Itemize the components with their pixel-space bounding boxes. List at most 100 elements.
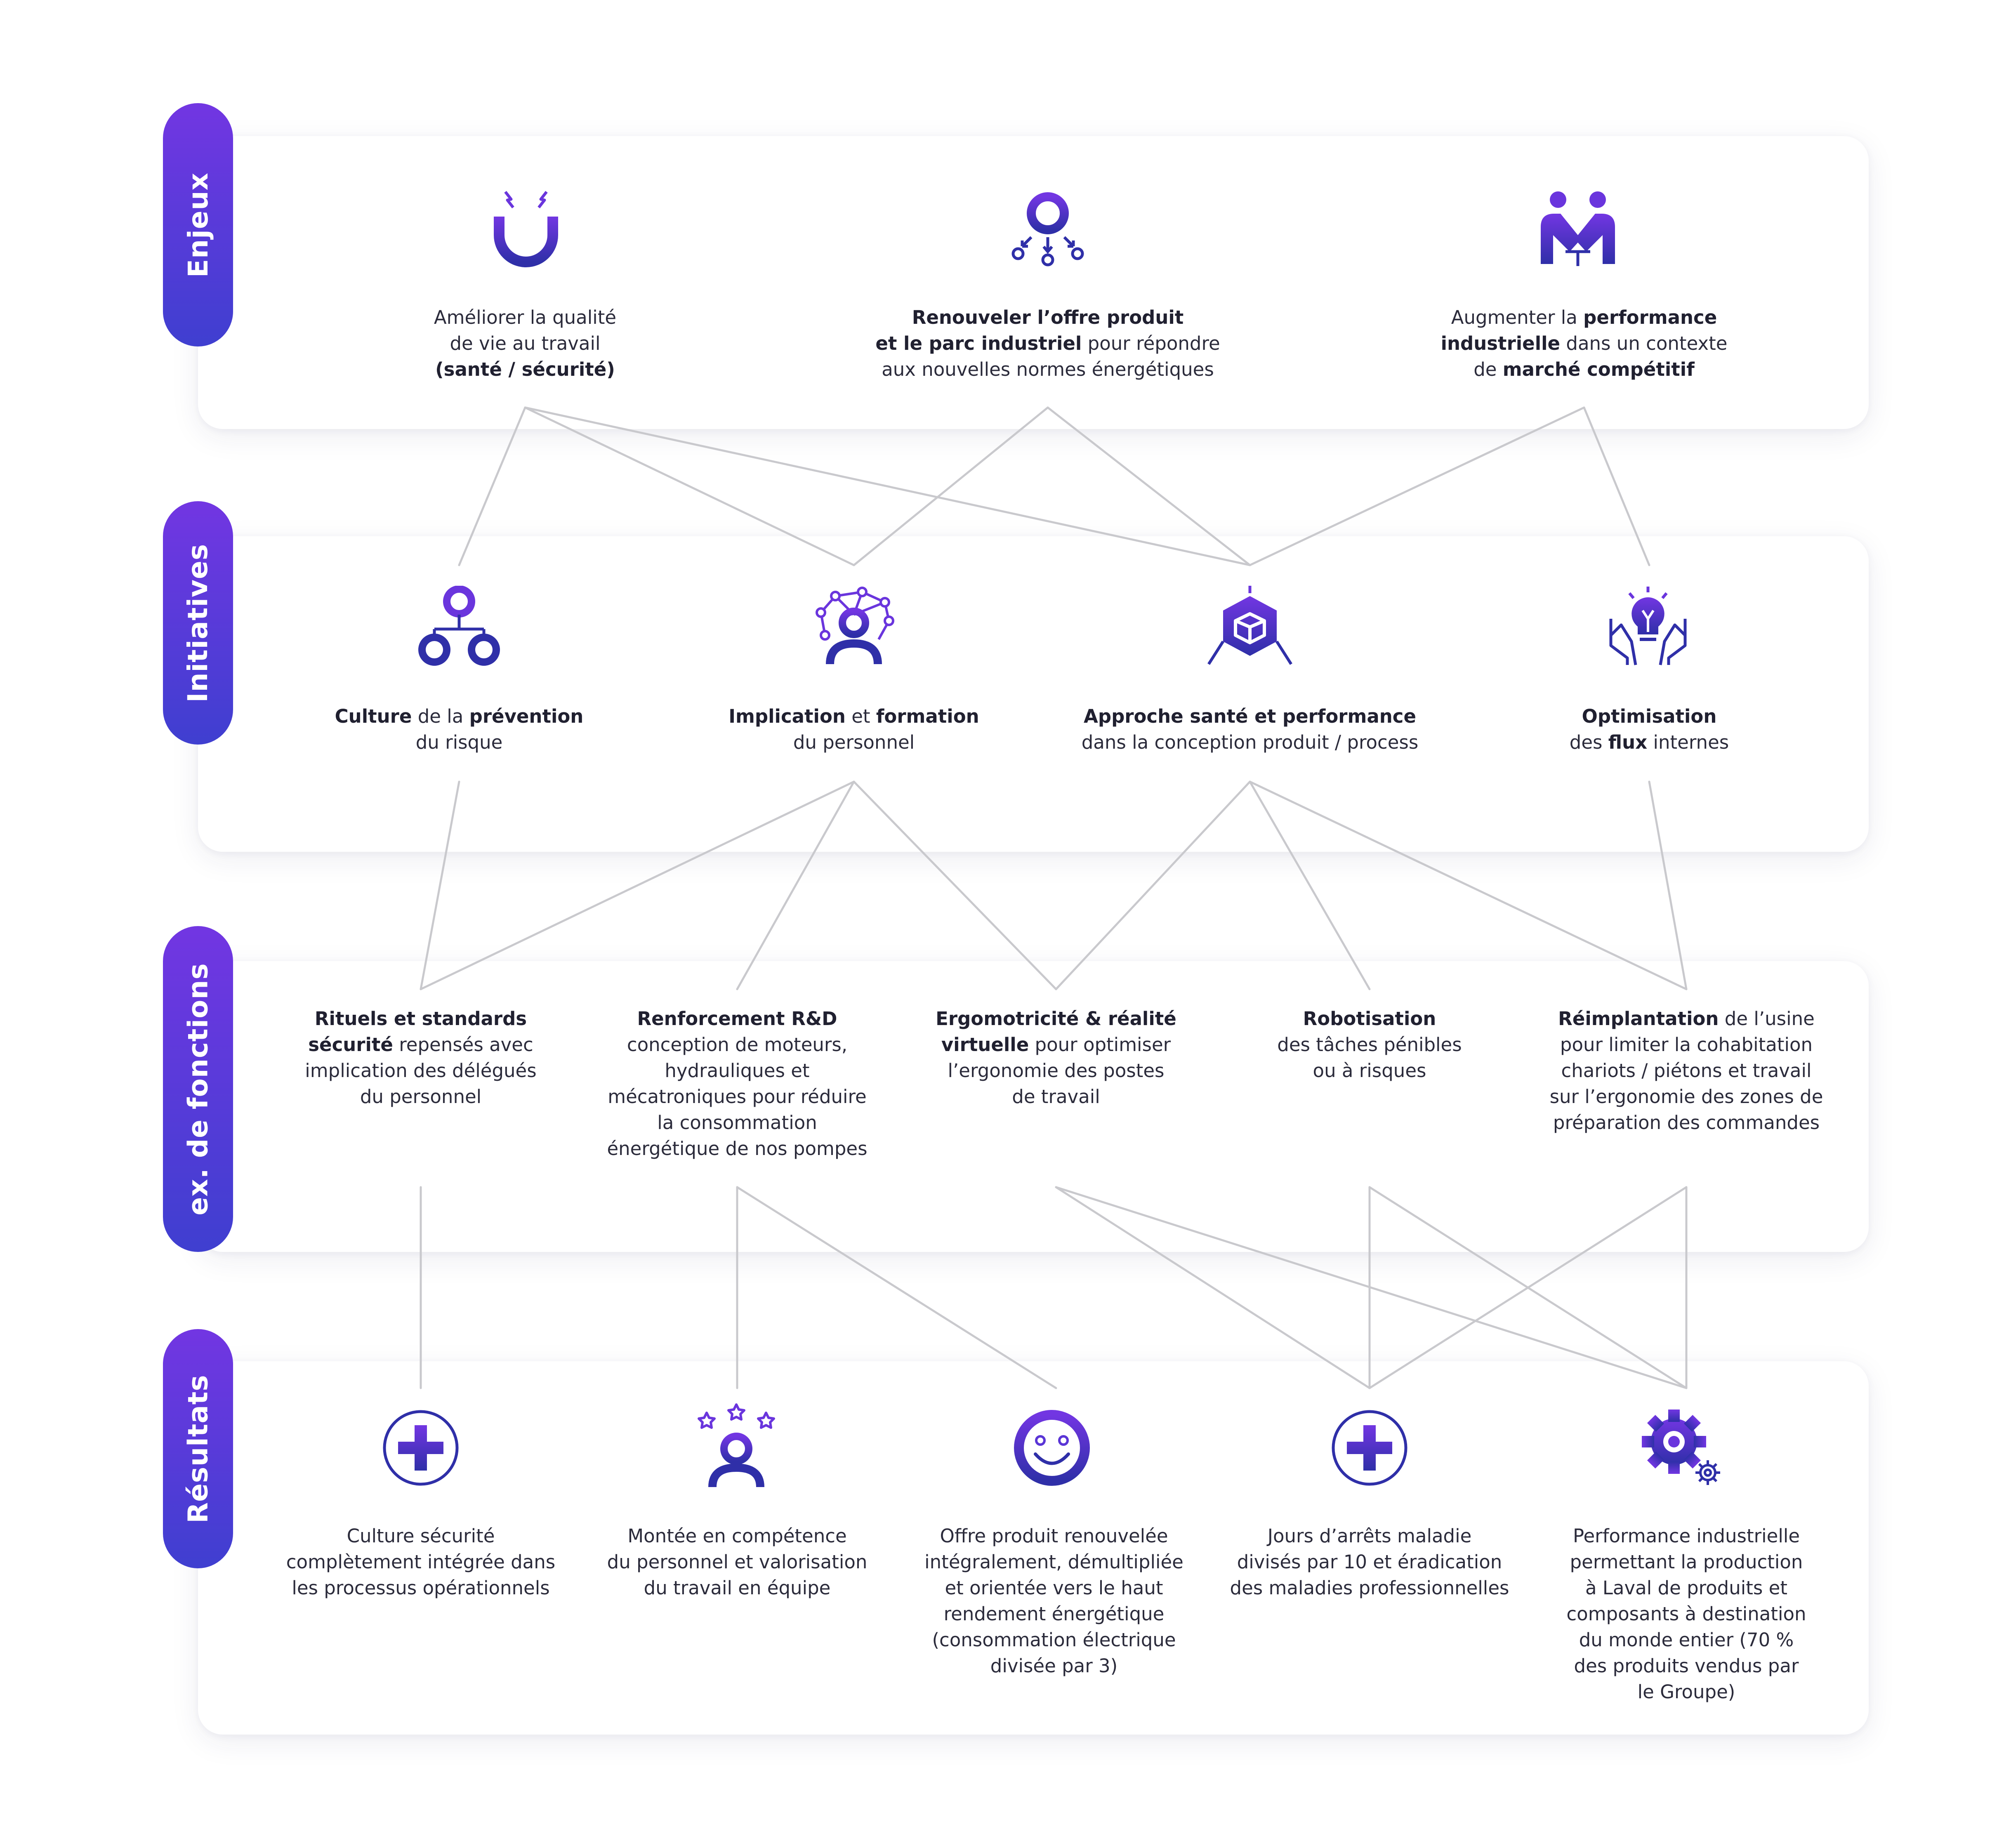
row-label-fonctions: ex. de fonctions	[163, 926, 233, 1252]
label-line: préparation des commandes	[1542, 1110, 1831, 1136]
connector-line	[1583, 406, 1650, 566]
text: des produits vendus par	[1574, 1655, 1799, 1677]
text: du personnel et valorisation	[607, 1551, 868, 1573]
panel-initiatives	[198, 536, 1869, 852]
label-line: Optimisation	[1525, 703, 1773, 729]
label-line: Réimplantation de l’usine	[1542, 1006, 1831, 1032]
bold-text: Implication	[728, 705, 846, 727]
label-line: l’ergonomie des postes	[916, 1058, 1196, 1084]
text: chariots / piétons et travail	[1561, 1060, 1812, 1082]
bold-text: Rituels et standards	[314, 1008, 527, 1030]
bold-text: prévention	[469, 705, 584, 727]
text: complètement intégrée dans	[286, 1551, 556, 1573]
resultat-label-culture-securite: Culture sécurité complètement intégrée da…	[281, 1523, 561, 1601]
label-line: Renouveler l’offre produit	[862, 304, 1233, 330]
text: Jours d’arrêts maladie	[1267, 1525, 1472, 1547]
text: divisée par 3)	[990, 1655, 1118, 1677]
label-line: du personnel	[289, 1084, 553, 1110]
label-line: intégralement, démultipliée	[914, 1549, 1194, 1575]
text: aux nouvelles normes énergétiques	[882, 358, 1214, 380]
label-line: Culture de la prévention	[315, 703, 604, 729]
person-stars-icon	[698, 1403, 775, 1487]
text: énergétique de nos pompes	[607, 1138, 868, 1160]
label-line: Renforcement R&D	[601, 1006, 873, 1032]
label-line: Augmenter la performance	[1419, 304, 1749, 330]
text: rendement énergétique	[943, 1603, 1165, 1625]
connector-line	[524, 406, 855, 566]
bold-text: Réimplantation	[1558, 1008, 1719, 1030]
bold-text: Renforcement R&D	[637, 1008, 837, 1030]
bold-text: Culture	[335, 705, 412, 727]
text: Offre produit renouvelée	[940, 1525, 1168, 1547]
network-person-icon	[816, 587, 894, 665]
text: dans la conception produit / process	[1081, 731, 1419, 753]
text: Montée en compétence	[627, 1525, 847, 1547]
label-line: énergétique de nos pompes	[601, 1136, 873, 1162]
text: composants à destination	[1566, 1603, 1806, 1625]
label-line: du risque	[315, 729, 604, 755]
text: dans un contexte	[1560, 332, 1728, 354]
label-line: Approche santé et performance	[1064, 703, 1436, 729]
connector-line	[1047, 406, 1251, 566]
label-line: Améliorer la qualité	[401, 304, 649, 330]
text: à Laval de produits et	[1585, 1577, 1787, 1599]
text: internes	[1647, 731, 1729, 753]
resultat-label-competence: Montée en compétence du personnel et valo…	[597, 1523, 877, 1601]
label-line: de marché compétitif	[1419, 356, 1749, 382]
label-line: Offre produit renouvelée	[914, 1523, 1194, 1549]
text: pour limiter la cohabitation	[1560, 1034, 1813, 1056]
bold-text: (santé / sécurité)	[435, 358, 615, 380]
panel-fonctions	[198, 961, 1869, 1252]
label-line: des flux internes	[1525, 729, 1773, 755]
label-line: sur l’ergonomie des zones de	[1542, 1084, 1831, 1110]
label-line: et le parc industriel pour répondre	[862, 330, 1233, 356]
label-line: divisés par 10 et éradication	[1223, 1549, 1516, 1575]
gears-icon	[1642, 1410, 1720, 1485]
text: et orientée vers le haut	[945, 1577, 1163, 1599]
bold-text: Ergomotricité & réalité	[936, 1008, 1176, 1030]
bold-text: formation	[876, 705, 979, 727]
label-line: dans la conception produit / process	[1064, 729, 1436, 755]
text: (consommation électrique	[932, 1629, 1176, 1651]
row-label-initiatives: Initiatives	[163, 501, 233, 745]
text: l’ergonomie des postes	[948, 1060, 1165, 1082]
label-line: hydrauliques et	[601, 1058, 873, 1084]
label-line: Jours d’arrêts maladie	[1223, 1523, 1516, 1549]
connector-line	[1249, 406, 1585, 566]
magnet-icon	[494, 191, 558, 267]
label-line: divisée par 3)	[914, 1653, 1194, 1679]
label-line: Implication et formation	[710, 703, 998, 729]
label-line: Rituels et standards	[289, 1006, 553, 1032]
text: du personnel	[793, 731, 915, 753]
bold-text: marché compétitif	[1502, 358, 1695, 380]
resultat-label-offre-produit: Offre produit renouvelée intégralement, d…	[914, 1523, 1194, 1679]
text: intégralement, démultipliée	[924, 1551, 1183, 1573]
connector-line	[1249, 780, 1371, 990]
label-line: du personnel	[710, 729, 998, 755]
connector-line	[1249, 780, 1688, 990]
text: de vie au travail	[450, 332, 601, 354]
bold-text: Approche santé et performance	[1084, 705, 1416, 727]
connector-line	[853, 780, 1057, 990]
text: Culture sécurité	[347, 1525, 495, 1547]
connector-line	[1368, 1186, 1688, 1389]
bold-text: Robotisation	[1303, 1008, 1436, 1030]
bold-text: virtuelle	[941, 1034, 1029, 1056]
distribution-circles-icon	[1011, 192, 1084, 266]
label-line: sécurité repensés avec	[289, 1032, 553, 1058]
label-line: composants à destination	[1546, 1601, 1827, 1627]
label-line: (santé / sécurité)	[401, 356, 649, 382]
label-line: aux nouvelles normes énergétiques	[862, 356, 1233, 382]
label-line: du travail en équipe	[597, 1575, 877, 1601]
text: de	[1473, 358, 1503, 380]
text: implication des délégués	[305, 1060, 537, 1082]
lightbulb-hands-icon	[1609, 587, 1687, 665]
label-line: des tâches pénibles	[1246, 1032, 1493, 1058]
text: sur l’ergonomie des zones de	[1549, 1086, 1823, 1108]
